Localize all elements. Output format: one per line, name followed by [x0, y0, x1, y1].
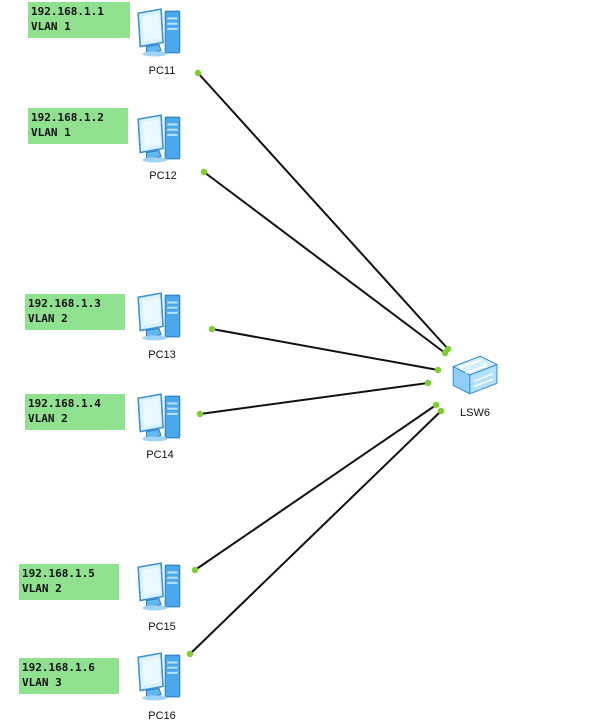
- link-pc15-to-lsw6[interactable]: [194, 404, 437, 571]
- vlan-text: VLAN 2: [28, 412, 68, 425]
- link-pc16-to-lsw6[interactable]: [189, 410, 442, 655]
- port-dot-lsw6-3: [434, 366, 442, 374]
- note-background: [19, 658, 119, 694]
- link-pc14-to-lsw6[interactable]: [199, 382, 429, 415]
- port-dot-pc12: [200, 168, 208, 176]
- pc-icon[interactable]: [137, 393, 181, 443]
- vlan-text: VLAN 1: [31, 20, 71, 33]
- ip-address-text: 192.168.1.1: [31, 5, 104, 18]
- ip-address-text: 192.168.1.5: [22, 567, 95, 580]
- link-pc13-to-lsw6[interactable]: [211, 328, 439, 371]
- note-background: [25, 294, 125, 330]
- device-label-pc16: PC16: [148, 710, 176, 722]
- device-label-pc11: PC11: [149, 65, 176, 77]
- port-dot-pc13: [208, 325, 216, 333]
- vlan-text: VLAN 3: [22, 676, 62, 689]
- pc-icon[interactable]: [137, 562, 181, 612]
- port-dot-lsw6-4: [424, 379, 432, 387]
- link-pc11-to-lsw6[interactable]: [197, 72, 449, 350]
- pc-icon[interactable]: [137, 652, 181, 702]
- port-dot-lsw6-2: [441, 349, 449, 357]
- port-dot-pc16: [186, 650, 194, 658]
- device-label-lsw6: LSW6: [460, 407, 490, 419]
- device-label-pc15: PC15: [148, 621, 176, 633]
- vlan-text: VLAN 2: [28, 312, 68, 325]
- device-label-pc12: PC12: [149, 170, 177, 182]
- device-label-pc13: PC13: [148, 349, 176, 361]
- ip-address-text: 192.168.1.4: [28, 397, 101, 410]
- switch-icon[interactable]: [452, 355, 498, 395]
- port-dot-pc14: [196, 410, 204, 418]
- vlan-text: VLAN 1: [31, 126, 71, 139]
- ip-address-text: 192.168.1.3: [28, 297, 101, 310]
- port-dot-pc15: [191, 566, 199, 574]
- port-dot-lsw6-5: [432, 401, 440, 409]
- ip-address-text: 192.168.1.6: [22, 661, 95, 674]
- device-label-pc14: PC14: [146, 449, 174, 461]
- link-pc12-to-lsw6[interactable]: [203, 171, 446, 354]
- note-background: [19, 564, 119, 600]
- note-background: [28, 2, 130, 38]
- vlan-text: VLAN 2: [22, 582, 62, 595]
- pc-icon[interactable]: [137, 114, 181, 164]
- pc-icon[interactable]: [137, 292, 181, 342]
- pc-icon[interactable]: [137, 8, 181, 58]
- ip-address-text: 192.168.1.2: [31, 111, 104, 124]
- port-dot-pc11: [194, 69, 202, 77]
- note-background: [25, 394, 125, 430]
- note-background: [28, 108, 128, 144]
- port-dot-lsw6-6: [437, 407, 445, 415]
